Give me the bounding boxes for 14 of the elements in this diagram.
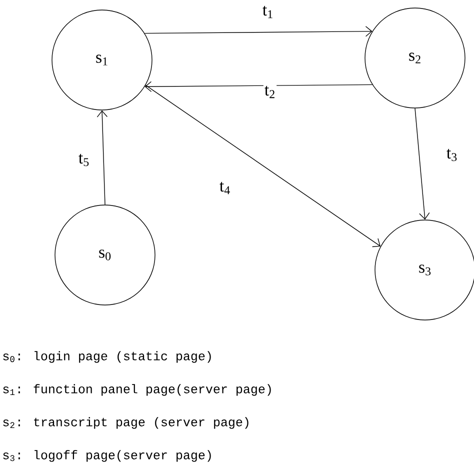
arrow bbox=[96, 110, 108, 205]
edge-label: t$_{1}$ bbox=[261, 4, 275, 20]
arrow bbox=[414, 108, 430, 220]
legend-text: s$_{1}$: function panel page(server page) bbox=[3, 384, 271, 396]
legend-text: s$_{3}$: logoff page(server page) bbox=[3, 450, 211, 462]
arrow bbox=[144, 26, 372, 37]
legend-text: s$_{0}$: login page (static page) bbox=[3, 351, 211, 363]
legend-text: s$_{2}$: transcript page (server page) bbox=[3, 417, 248, 429]
edge-label: t$_{4}$ bbox=[218, 180, 232, 196]
edge-label: t$_{3}$ bbox=[445, 148, 459, 162]
arrow bbox=[144, 81, 373, 92]
edge-label: t$_{2}$ bbox=[263, 84, 277, 100]
arrow bbox=[145, 84, 381, 248]
edge-label: t$_{5}$ bbox=[77, 152, 91, 168]
